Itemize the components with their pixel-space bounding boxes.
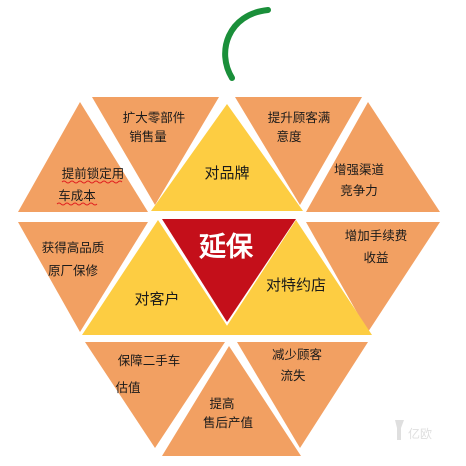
inner-label-customer: 对客户 — [134, 290, 179, 308]
outer-triangle-upper-right — [306, 102, 440, 212]
outer-label-lower-right-2: 流失 — [280, 368, 306, 383]
outer-label-top-right-2: 意度 — [276, 129, 302, 144]
outer-label-upper-right-1: 增强渠道 — [334, 162, 385, 177]
outer-label-bottom-1: 提高 — [209, 396, 234, 411]
center-triangle — [162, 219, 296, 322]
outer-label-top-right-1: 提升顾客满 — [268, 110, 331, 125]
watermark: 亿欧 — [395, 420, 432, 441]
outer-label-mid-left-1: 获得高品质 — [42, 240, 105, 255]
inner-triangle-brand — [151, 104, 303, 211]
outer-label-lower-right-1: 减少顾客 — [272, 347, 323, 362]
outer-label-upper-left-1: 提前锁定用 — [62, 166, 125, 181]
outer-triangle-top-right — [235, 97, 362, 205]
outer-label-top-left-2: 销售量 — [129, 129, 167, 144]
inner-triangle-customer — [82, 220, 233, 335]
outer-triangle-bottom — [162, 346, 301, 456]
inner-label-brand: 对品牌 — [204, 164, 249, 182]
outer-label-mid-right-2: 收益 — [363, 250, 388, 265]
inner-triangle-dealer — [221, 220, 372, 335]
outer-label-upper-left-2: 车成本 — [58, 188, 96, 203]
outer-label-lower-left-1: 保障二手车 — [118, 353, 181, 368]
outer-label-lower-left-2: 估值 — [115, 380, 140, 395]
outer-triangle-top-left — [92, 97, 219, 205]
stem-icon — [222, 7, 271, 81]
inner-label-dealer: 对特约店 — [266, 276, 326, 294]
outer-triangle-upper-left — [18, 102, 148, 212]
spellcheck-underline-1 — [61, 180, 123, 184]
outer-label-top-left-1: 扩大零部件 — [123, 110, 186, 125]
outer-label-upper-right-2: 竞争力 — [340, 183, 378, 198]
outer-label-bottom-2: 售后产值 — [203, 415, 253, 430]
outer-triangle-lower-right — [237, 342, 368, 448]
spellcheck-underline-2 — [56, 202, 98, 206]
center-label: 延保 — [198, 232, 254, 263]
outer-triangle-lower-left — [85, 342, 225, 448]
outer-triangle-mid-left — [18, 222, 148, 332]
outer-label-mid-left-2: 原厂保修 — [48, 263, 99, 278]
watermark-text: 亿欧 — [408, 426, 432, 441]
watermark-logo-icon — [395, 420, 404, 440]
outer-triangle-mid-right — [306, 222, 440, 332]
outer-label-mid-right-1: 增加手续费 — [345, 228, 408, 243]
